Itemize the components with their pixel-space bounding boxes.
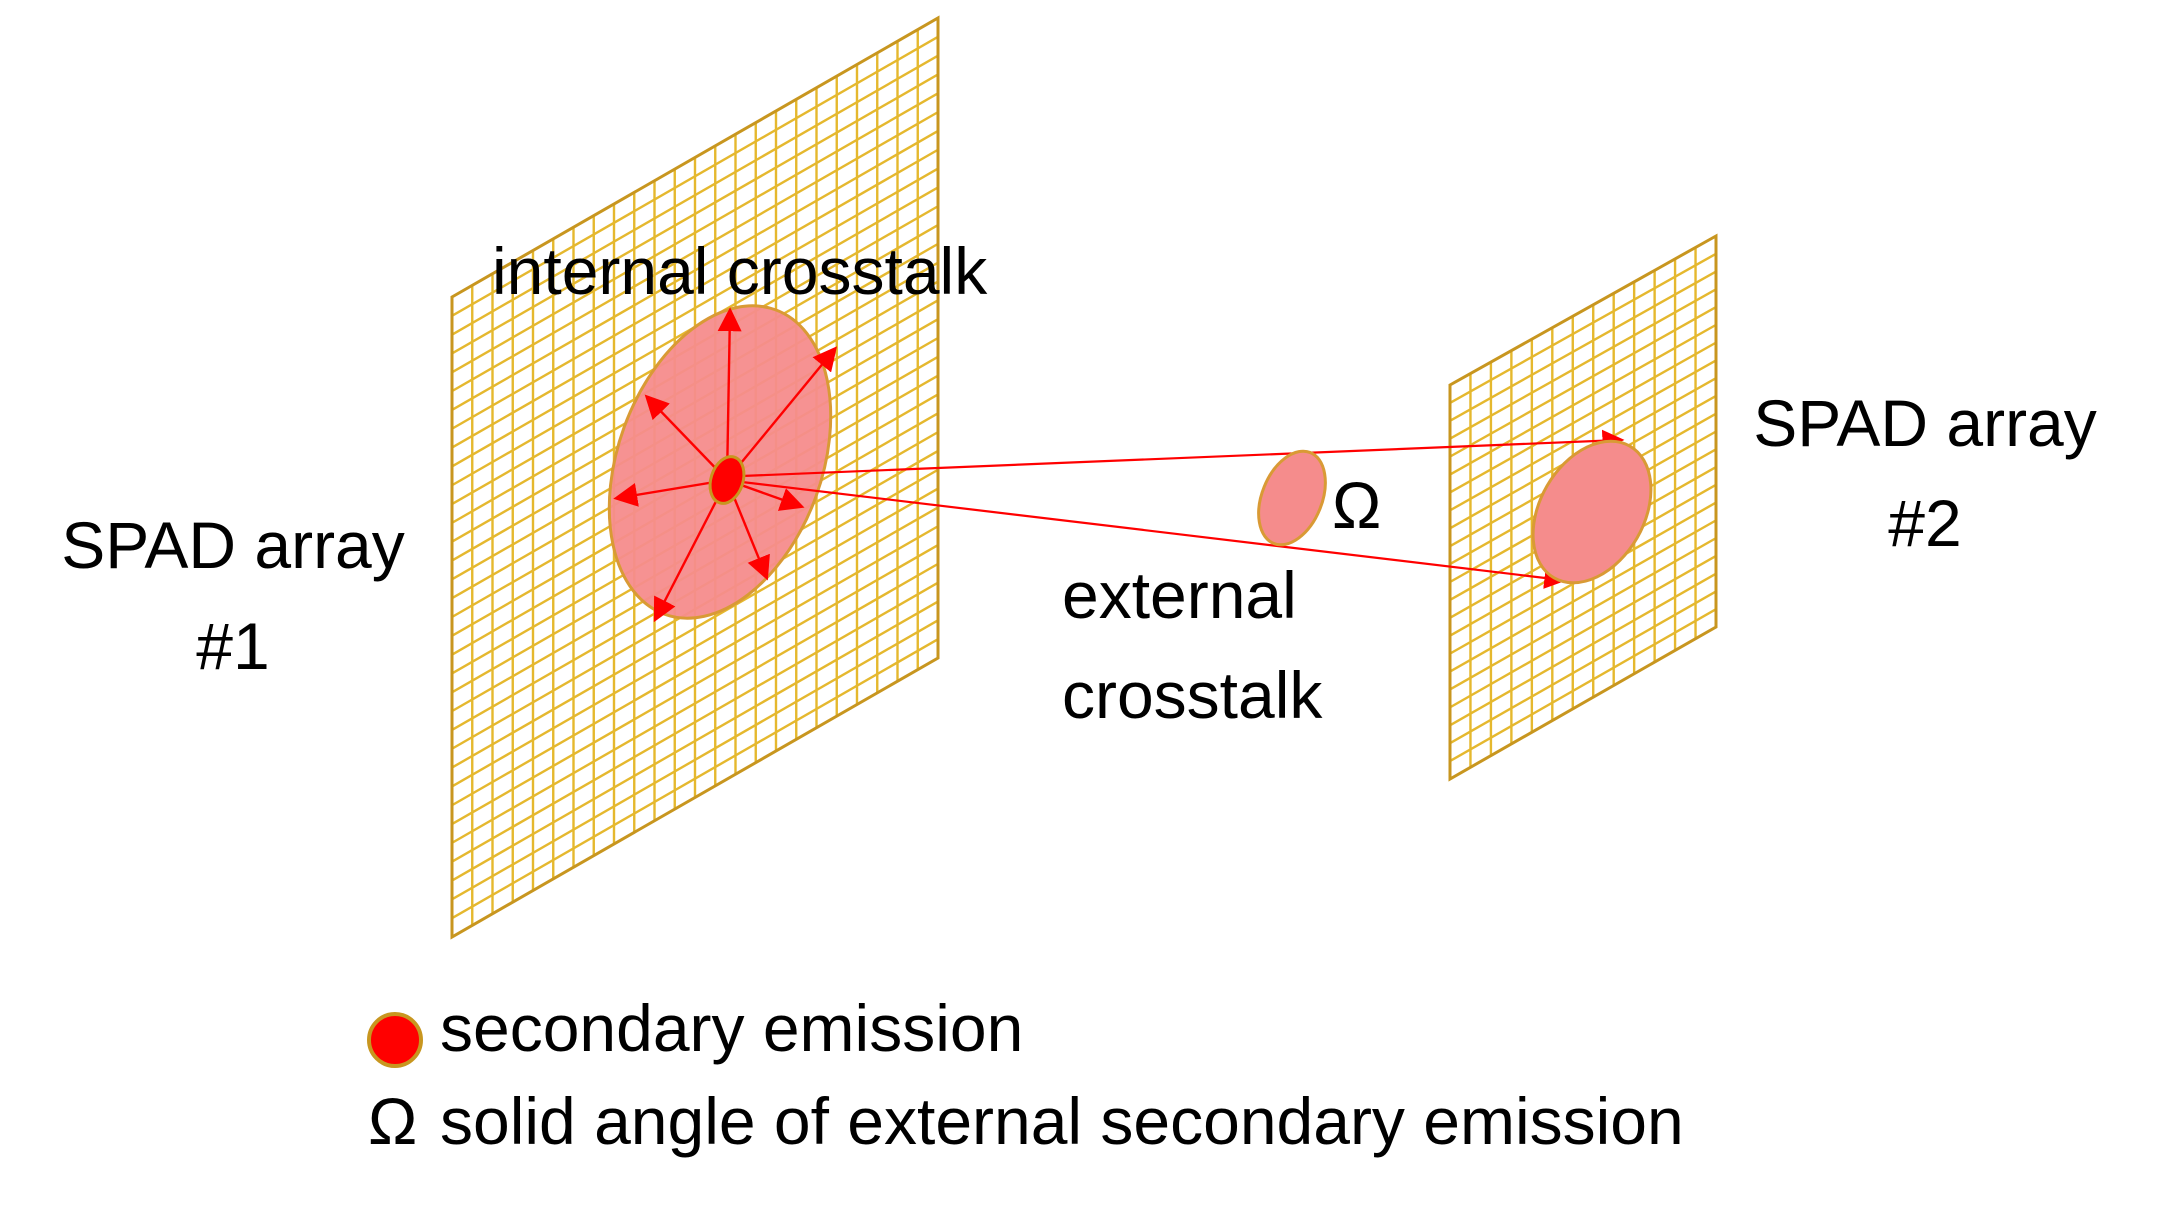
array2-row-line xyxy=(1449,323,1717,476)
spad-array-2-label-line2: #2 xyxy=(1888,486,1962,560)
array1-row-line xyxy=(451,92,939,374)
array2-row-line xyxy=(1449,252,1717,404)
array1-border xyxy=(450,15,940,940)
array2-border xyxy=(1448,233,1718,782)
array1-row-line xyxy=(451,35,939,317)
omega-label: Ω xyxy=(1332,468,1382,542)
external-ray-upper xyxy=(741,429,1625,478)
solid-angle-ellipse xyxy=(1257,449,1327,547)
external-crosstalk-spot xyxy=(1531,439,1653,585)
array1-row-line xyxy=(451,73,939,355)
external-crosstalk-label-line2: crosstalk xyxy=(1062,658,1323,732)
array2-row-line xyxy=(1449,608,1717,763)
array1-row-line xyxy=(451,638,939,920)
array1-row-line xyxy=(451,487,939,769)
internal-crosstalk-label: internal crosstalk xyxy=(492,234,988,308)
array1-row-line xyxy=(451,129,939,411)
internal-arrow xyxy=(644,394,728,481)
legend-secondary-emission-text: secondary emission xyxy=(440,991,1024,1065)
internal-arrow xyxy=(653,479,729,623)
spad-array-2-label-line1: SPAD array xyxy=(1753,386,2097,460)
array1-row-line xyxy=(451,167,939,449)
array1-row-line xyxy=(451,581,939,863)
array2-row-line xyxy=(1449,519,1717,673)
array1-row-line xyxy=(451,619,939,901)
internal-crosstalk-arrows xyxy=(613,307,838,623)
external-ray-lower xyxy=(741,480,1567,589)
red-dot-icon xyxy=(367,1012,423,1068)
array2-row-line xyxy=(1449,341,1717,494)
internal-arrow xyxy=(726,346,838,481)
internal-arrow xyxy=(717,307,742,481)
array2-row-line xyxy=(1449,359,1717,512)
array2-row-line xyxy=(1449,554,1717,709)
spad-array-1-label-line1: SPAD array xyxy=(61,508,405,582)
legend-omega-symbol: Ω xyxy=(368,1084,418,1158)
array1-row-line xyxy=(451,525,939,807)
array2-row-line xyxy=(1449,537,1717,691)
array1-row-line xyxy=(451,600,939,882)
array1-row-line xyxy=(451,506,939,788)
secondary-emission-dot xyxy=(708,455,746,505)
array2-row-line xyxy=(1449,270,1717,422)
array2-row-line xyxy=(1449,572,1717,727)
external-crosstalk-label-line1: external xyxy=(1062,558,1297,632)
array1-row-line xyxy=(451,544,939,826)
array2-row-line xyxy=(1449,590,1717,745)
spad-array-1-label-line2: #1 xyxy=(196,609,270,683)
legend-solid-angle-text: solid angle of external secondary emissi… xyxy=(440,1084,1684,1158)
array2-row-line xyxy=(1449,306,1717,458)
array1-row-line xyxy=(451,562,939,844)
array1-row-line xyxy=(451,148,939,430)
array1-row-line xyxy=(451,54,939,336)
array2-row-line xyxy=(1449,288,1717,440)
array1-row-line xyxy=(451,111,939,393)
